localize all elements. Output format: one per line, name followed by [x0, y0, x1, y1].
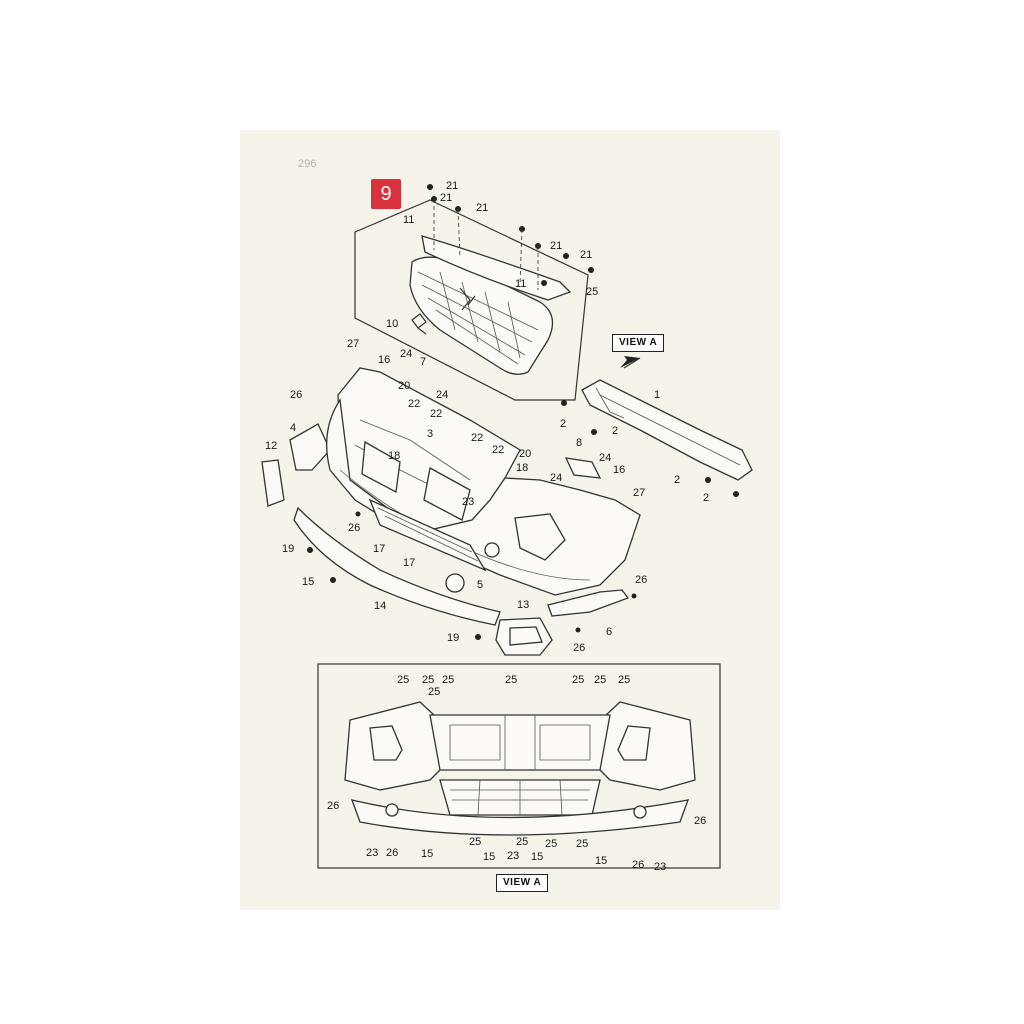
- part-label: 21: [550, 240, 563, 252]
- view-a-tag-lower: VIEW A: [496, 874, 549, 892]
- emblem-part: [411, 313, 427, 335]
- part-label: 23: [366, 847, 379, 859]
- part-label: 21: [476, 202, 489, 214]
- part-label: 24: [436, 389, 449, 401]
- part-label: 23: [654, 861, 667, 873]
- bumper-cover: [326, 398, 641, 596]
- page-number: 296: [298, 158, 317, 170]
- part-label: 19: [282, 543, 295, 555]
- part-label: 24: [599, 452, 612, 464]
- part-label: 18: [388, 450, 401, 462]
- part-label: 24: [400, 348, 413, 360]
- part-label: 25: [516, 836, 529, 848]
- view-a-tag-upper: VIEW A: [612, 334, 665, 352]
- part-label: 19: [447, 632, 460, 644]
- part-label: 15: [483, 851, 496, 863]
- part-label: 26: [327, 800, 340, 812]
- part-label: 1: [654, 389, 661, 401]
- plug-cap: [445, 573, 465, 593]
- part-label: 22: [492, 444, 505, 456]
- part-label: 5: [477, 579, 484, 591]
- part-label: 18: [516, 462, 529, 474]
- part-label: 22: [408, 398, 421, 410]
- part-label: 25: [572, 674, 585, 686]
- view-arrow-icon: [620, 356, 641, 369]
- part-label: 21: [446, 180, 459, 192]
- part-label: 22: [430, 408, 443, 420]
- part-label: 2: [612, 425, 619, 437]
- part-label: 25: [422, 674, 435, 686]
- part-label: 8: [576, 437, 583, 449]
- part-label: 15: [421, 848, 434, 860]
- part-label: 21: [440, 192, 453, 204]
- part-label: 15: [595, 855, 608, 867]
- view-a-panel: [317, 663, 721, 869]
- part-label: 14: [374, 600, 387, 612]
- part-label: 6: [606, 626, 613, 638]
- part-label: 4: [290, 422, 297, 434]
- part-label: 25: [428, 686, 441, 698]
- callout-part-number: 9: [371, 179, 401, 209]
- part-label: 26: [386, 847, 399, 859]
- part-label: 26: [632, 859, 645, 871]
- part-label: 17: [373, 543, 386, 555]
- lower-spoiler: [293, 506, 501, 626]
- part-label: 16: [613, 464, 626, 476]
- part-label: 26: [348, 522, 361, 534]
- part-label: 25: [618, 674, 631, 686]
- bumper-bracket-right: [547, 589, 630, 617]
- part-label: 25: [442, 674, 455, 686]
- fog-lamp-cover-right: [495, 617, 553, 656]
- part-label: 25: [397, 674, 410, 686]
- part-label: 17: [403, 557, 416, 569]
- part-label: 3: [427, 428, 434, 440]
- part-label: 7: [420, 356, 427, 368]
- part-label: 22: [471, 432, 484, 444]
- part-label: 25: [576, 838, 589, 850]
- bumper-bracket-left: [261, 423, 331, 507]
- part-label: 15: [302, 576, 315, 588]
- part-label: 2: [674, 474, 681, 486]
- part-label: 10: [386, 318, 399, 330]
- part-label: 26: [635, 574, 648, 586]
- part-label: 11: [515, 278, 527, 290]
- front-grille: [409, 235, 572, 375]
- loose-bolts: [307, 400, 739, 640]
- part-label: 15: [531, 851, 544, 863]
- bumper-upper-frame: [337, 367, 521, 531]
- part-label: 26: [694, 815, 707, 827]
- part-label: 20: [519, 448, 532, 460]
- part-label: 13: [517, 599, 530, 611]
- part-label: 26: [290, 389, 303, 401]
- part-label: 27: [633, 487, 646, 499]
- part-label: 23: [507, 850, 520, 862]
- grille-fasteners: [427, 184, 594, 290]
- part-label: 25: [586, 286, 599, 298]
- part-label: 25: [594, 674, 607, 686]
- part-label: 23: [462, 496, 475, 508]
- part-label: 11: [403, 214, 415, 226]
- part-label: 12: [265, 440, 278, 452]
- part-label: 25: [505, 674, 518, 686]
- part-label: 24: [550, 472, 563, 484]
- part-label: 2: [560, 418, 567, 430]
- part-label: 20: [398, 380, 411, 392]
- part-label: 27: [347, 338, 360, 350]
- part-label: 21: [580, 249, 593, 261]
- grille-assembly-box: [354, 199, 589, 401]
- part-label: 16: [378, 354, 391, 366]
- part-label: 25: [469, 836, 482, 848]
- bumper-member: [564, 379, 753, 481]
- part-label: 25: [545, 838, 558, 850]
- part-label: 26: [573, 642, 586, 654]
- part-label: 2: [703, 492, 710, 504]
- lower-grille: [368, 498, 487, 572]
